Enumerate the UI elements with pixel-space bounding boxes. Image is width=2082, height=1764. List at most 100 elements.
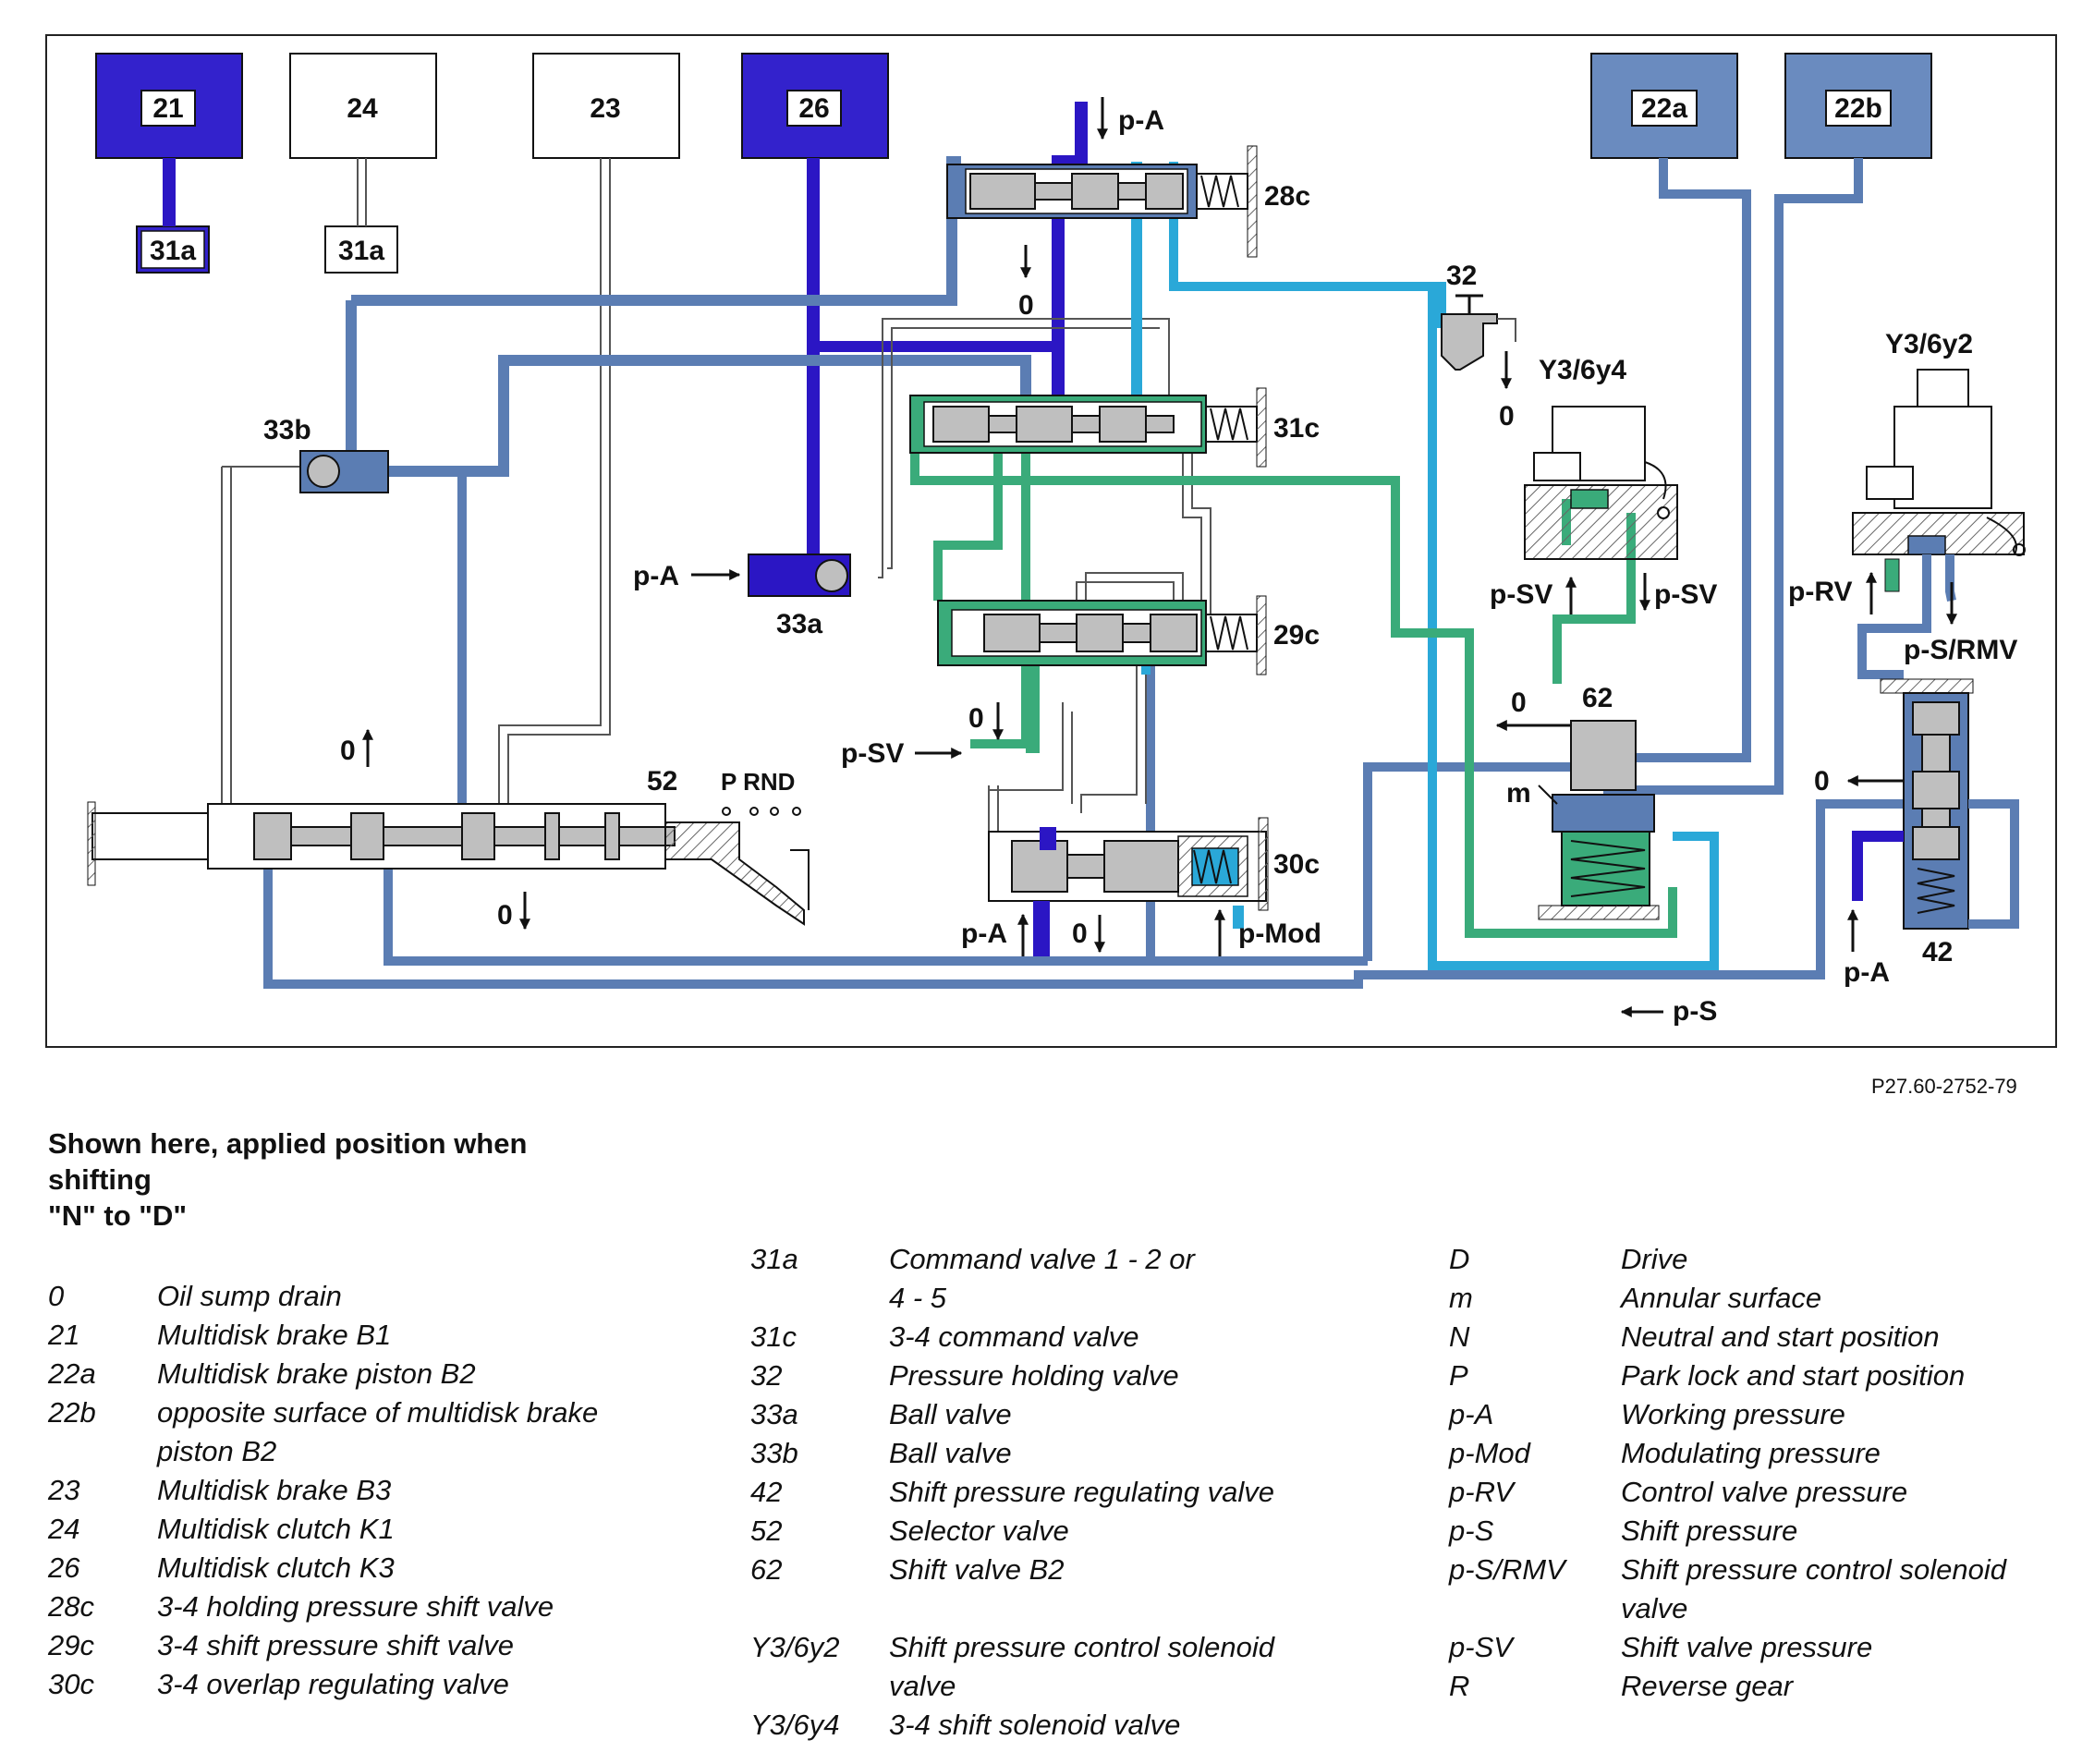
legend-key: 52 bbox=[750, 1515, 783, 1547]
legend-key: p-SV bbox=[1449, 1631, 1513, 1663]
label-31c: 31c bbox=[1273, 413, 1320, 444]
label-pmod: p-Mod bbox=[1238, 918, 1321, 949]
legend-key: D bbox=[1449, 1243, 1470, 1275]
legend-row: valve bbox=[1449, 1589, 2059, 1628]
valve-42: 42 bbox=[1852, 554, 2019, 967]
label-psv-up: p-SV bbox=[1490, 579, 1552, 610]
box-24 bbox=[289, 53, 437, 159]
label-28c: 28c bbox=[1264, 181, 1310, 212]
legend-value: 3-4 shift solenoid valve bbox=[889, 1709, 1181, 1741]
legend-key: 30c bbox=[48, 1668, 94, 1700]
legend-key: P bbox=[1449, 1359, 1468, 1392]
legend-key: 29c bbox=[48, 1629, 94, 1661]
label-22b: 22b bbox=[1834, 93, 1882, 124]
legend-key: 42 bbox=[750, 1476, 783, 1508]
legend-value: Pressure holding valve bbox=[889, 1359, 1179, 1392]
legend-value: valve bbox=[1621, 1592, 1688, 1624]
legend-value: Command valve 1 - 2 or bbox=[889, 1243, 1195, 1275]
label-29c: 29c bbox=[1273, 620, 1320, 651]
legend-key: p-S/RMV bbox=[1449, 1553, 1565, 1586]
legend-key bbox=[750, 1667, 889, 1706]
legend-value: Oil sump drain bbox=[157, 1280, 342, 1312]
label-30c: 30c bbox=[1273, 849, 1320, 880]
drain-52-up: 0 bbox=[340, 736, 356, 766]
drain-labels: 0 0 0 0 0 0 0 0 bbox=[340, 245, 1904, 954]
legend-value: Neutral and start position bbox=[1621, 1320, 1940, 1353]
legend-value: piston B2 bbox=[157, 1435, 277, 1467]
legend-key bbox=[750, 1279, 889, 1318]
legend-row: 4 - 5 bbox=[750, 1279, 1416, 1318]
legend-value: valve bbox=[889, 1670, 956, 1702]
legend-value: Multidisk brake piston B2 bbox=[157, 1357, 476, 1390]
valve-52-selector: 52 P RND bbox=[87, 766, 810, 926]
diagram-frame bbox=[45, 34, 2057, 1048]
label-y3-6y2: Y3/6y2 bbox=[1885, 329, 1973, 359]
legend-key: 26 bbox=[48, 1551, 80, 1584]
legend-value: Multidisk brake B1 bbox=[157, 1319, 392, 1351]
legend-value: Ball valve bbox=[889, 1437, 1012, 1469]
legend-key: N bbox=[1449, 1320, 1470, 1353]
legend-row: valve bbox=[750, 1667, 1416, 1706]
legend-value: Reverse gear bbox=[1621, 1670, 1794, 1702]
legend-value: 3-4 command valve bbox=[889, 1320, 1139, 1353]
caption-line: "N" to "D" bbox=[48, 1199, 188, 1232]
valve-31c: 31c bbox=[909, 387, 1320, 468]
label-33b: 33b bbox=[263, 415, 311, 445]
valve-33b: 33b bbox=[263, 415, 389, 493]
legend-row: 62 Shift valve B2 bbox=[750, 1551, 1416, 1589]
drain-29c: 0 bbox=[968, 703, 984, 734]
legend-key: p-Mod bbox=[1449, 1437, 1530, 1469]
label-24: 24 bbox=[347, 93, 378, 124]
label-52: 52 bbox=[647, 766, 677, 797]
legend-value: Shift pressure regulating valve bbox=[889, 1476, 1275, 1508]
legend-key: 62 bbox=[750, 1553, 783, 1586]
caption: Shown here, applied position when shifti… bbox=[48, 1125, 603, 1234]
legend-value: Ball valve bbox=[889, 1398, 1012, 1430]
legend-value: Multidisk clutch K3 bbox=[157, 1551, 395, 1584]
legend-key: 31a bbox=[750, 1243, 798, 1275]
label-prv: p-RV bbox=[1788, 577, 1852, 607]
solenoid-y3-6y2: Y3/6y2 bbox=[1852, 329, 2026, 556]
legend-row: 26 Multidisk clutch K3 bbox=[48, 1549, 695, 1588]
component-boxes: 21 24 23 26 22a 22b 31a 31a bbox=[95, 53, 1932, 274]
valve-32: 32 bbox=[1441, 261, 1516, 371]
legend-key: 33a bbox=[750, 1398, 798, 1430]
legend-key: 22b bbox=[48, 1396, 96, 1429]
legend-key: 21 bbox=[48, 1319, 80, 1351]
label-42: 42 bbox=[1922, 937, 1953, 967]
drain-30c: 0 bbox=[1072, 918, 1088, 949]
label-psv-down: p-SV bbox=[1654, 579, 1717, 610]
box-23 bbox=[532, 53, 680, 159]
legend-key: 24 bbox=[48, 1513, 80, 1545]
legend-row: 42 Shift pressure regulating valve bbox=[750, 1473, 1416, 1512]
label-32: 32 bbox=[1446, 261, 1477, 291]
valves: 28c 31c 2 bbox=[87, 145, 2026, 967]
legend-row: piston B2 bbox=[48, 1432, 695, 1471]
label-62: 62 bbox=[1582, 683, 1613, 713]
legend-key bbox=[1449, 1589, 1621, 1628]
legend-spacer bbox=[750, 1589, 1416, 1628]
caption-line: Shown here, applied position when bbox=[48, 1127, 528, 1160]
label-pa-42: p-A bbox=[1844, 957, 1890, 988]
legend-key: 28c bbox=[48, 1590, 94, 1623]
legend-value: Shift valve B2 bbox=[889, 1553, 1065, 1586]
drain-32: 0 bbox=[1499, 401, 1515, 432]
legend-value: 3-4 shift pressure shift valve bbox=[157, 1629, 514, 1661]
legend-row: 29c 3-4 shift pressure shift valve bbox=[48, 1626, 695, 1665]
legend-value: Shift pressure control solenoid bbox=[889, 1631, 1275, 1663]
label-psv-29c: p-SV bbox=[841, 738, 904, 769]
